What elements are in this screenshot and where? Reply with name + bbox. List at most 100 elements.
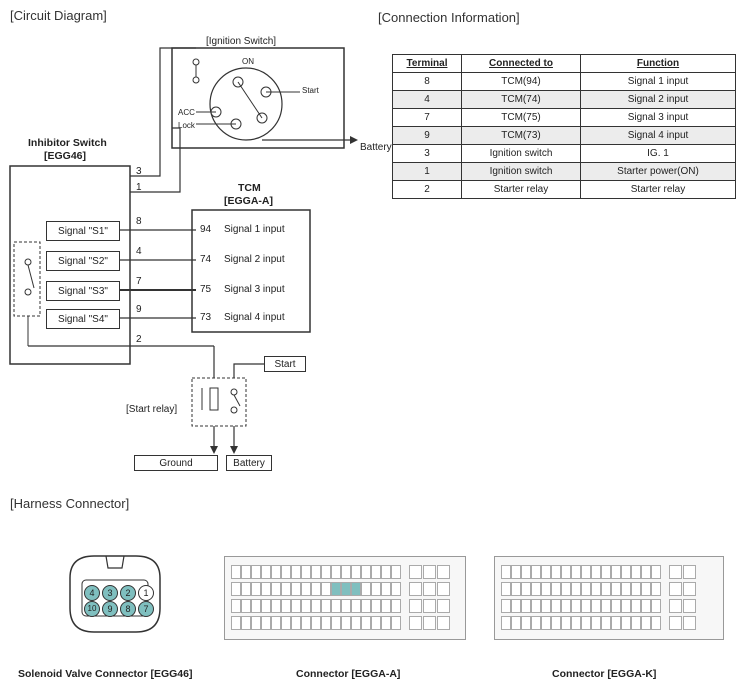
connector-pin-cell xyxy=(261,599,271,613)
table-row: 2 Starter relay Starter relay xyxy=(392,180,736,199)
connector-pin-cell xyxy=(621,565,631,579)
connector-pin-cell xyxy=(511,582,521,596)
pin: 1 xyxy=(138,585,154,601)
cell-terminal: 2 xyxy=(392,180,462,199)
connector-pin-cell xyxy=(241,582,251,596)
connector-pin-cell xyxy=(571,616,581,630)
table-header-row: Terminal Connected to Function xyxy=(392,54,736,73)
start-relay-box xyxy=(191,377,247,427)
connector-pin-cell xyxy=(501,599,511,613)
connector-pin-cell xyxy=(231,599,241,613)
connector-pin-cell xyxy=(361,582,371,596)
connector-pin-cell xyxy=(331,582,341,596)
cell-connected: Ignition switch xyxy=(461,162,581,181)
connector-pin-cell xyxy=(437,599,450,613)
connector-pin-cell xyxy=(351,599,361,613)
connector-pin-cell xyxy=(341,616,351,630)
connector-pin-cell xyxy=(571,582,581,596)
connector-pin-cell xyxy=(371,565,381,579)
ignition-switch-dial xyxy=(209,67,283,141)
connector-pin-cell xyxy=(301,582,311,596)
tcm-input: Signal 4 input xyxy=(224,312,285,323)
connector-pin-cell xyxy=(581,565,591,579)
connector-pin-cell xyxy=(683,565,696,579)
connector-pin-cell xyxy=(361,599,371,613)
connector-pin-cell xyxy=(311,599,321,613)
connector-pin-cell xyxy=(281,599,291,613)
connector-pin-cell xyxy=(651,616,661,630)
connector-pin-cell xyxy=(591,565,601,579)
tcm-pin: 75 xyxy=(200,284,212,295)
connector-pin-cell xyxy=(301,599,311,613)
connector-pin-cell xyxy=(291,616,301,630)
connector-pin-cell xyxy=(371,582,381,596)
connector-pin-cell xyxy=(561,616,571,630)
connector-pin-cell xyxy=(271,599,281,613)
wire-number: 9 xyxy=(136,304,142,315)
connector-pin-cell xyxy=(683,616,696,630)
cell-connected: TCM(75) xyxy=(461,108,581,127)
pin: 8 xyxy=(120,601,136,617)
egga-k-caption: Connector [EGGA-K] xyxy=(552,668,657,680)
signal-s3-box: Signal "S3" xyxy=(46,281,120,301)
connector-pin-cell xyxy=(311,565,321,579)
connector-pin-cell xyxy=(601,599,611,613)
ground-box: Ground xyxy=(134,455,218,471)
connector-pin-cell xyxy=(423,565,436,579)
cell-terminal: 1 xyxy=(392,162,462,181)
connector-pin-cell xyxy=(531,582,541,596)
connector-pin-cell xyxy=(381,582,391,596)
pin: 9 xyxy=(102,601,118,617)
cell-terminal: 4 xyxy=(392,90,462,109)
tcm-code: [EGGA-A] xyxy=(224,195,273,207)
cell-function: Signal 1 input xyxy=(580,72,736,91)
cell-connected: Ignition switch xyxy=(461,144,581,163)
connector-pin-cell xyxy=(571,599,581,613)
connector-pin-cell xyxy=(341,599,351,613)
tcm-input: Signal 1 input xyxy=(224,224,285,235)
connector-pin-cell xyxy=(631,616,641,630)
connector-pin-cell xyxy=(409,599,422,613)
connector-pin-cell xyxy=(341,565,351,579)
connector-pin-cell xyxy=(291,582,301,596)
pin: 2 xyxy=(120,585,136,601)
connector-pin-cell xyxy=(669,582,682,596)
connector-pin-cell xyxy=(241,599,251,613)
connector-pin-cell xyxy=(611,565,621,579)
connector-pin-cell xyxy=(561,565,571,579)
inhibitor-switch-code: [EGG46] xyxy=(44,150,87,162)
connector-pin-cell xyxy=(501,565,511,579)
connector-pin-cell xyxy=(581,599,591,613)
circuit-wiring xyxy=(9,47,358,454)
connector-pin-cell xyxy=(683,582,696,596)
connector-pin-cell xyxy=(621,582,631,596)
solenoid-pin-row-top: 4 3 2 1 xyxy=(84,585,154,601)
col-function: Function xyxy=(580,54,736,73)
connection-table: Terminal Connected to Function 8 TCM(94)… xyxy=(392,54,736,199)
connector-pin-cell xyxy=(601,565,611,579)
connector-pin-cell xyxy=(281,616,291,630)
connector-pin-cell xyxy=(621,616,631,630)
connector-pin-cell xyxy=(361,565,371,579)
connector-pin-cell xyxy=(261,616,271,630)
inhibitor-switch-box xyxy=(9,165,131,365)
connector-pin-cell xyxy=(641,582,651,596)
connector-pin-cell xyxy=(251,565,261,579)
connector-pin-cell xyxy=(261,565,271,579)
connector-pin-cell xyxy=(551,616,561,630)
connector-pin-cell xyxy=(591,616,601,630)
connector-pin-cell xyxy=(423,616,436,630)
connector-pin-cell xyxy=(541,616,551,630)
connector-pin-cell xyxy=(611,582,621,596)
connector-pin-cell xyxy=(631,582,641,596)
connector-pin-cell xyxy=(321,616,331,630)
connector-pin-cell xyxy=(511,565,521,579)
battery-arrow-label: Battery xyxy=(360,142,392,153)
signal-s4-box: Signal "S4" xyxy=(46,309,120,329)
connector-pin-cell xyxy=(641,565,651,579)
connector-pin-cell xyxy=(331,565,341,579)
connector-pin-cell xyxy=(241,616,251,630)
connector-pin-cell xyxy=(669,565,682,579)
connector-pin-cell xyxy=(669,599,682,613)
egga-a-caption: Connector [EGGA-A] xyxy=(296,668,401,680)
